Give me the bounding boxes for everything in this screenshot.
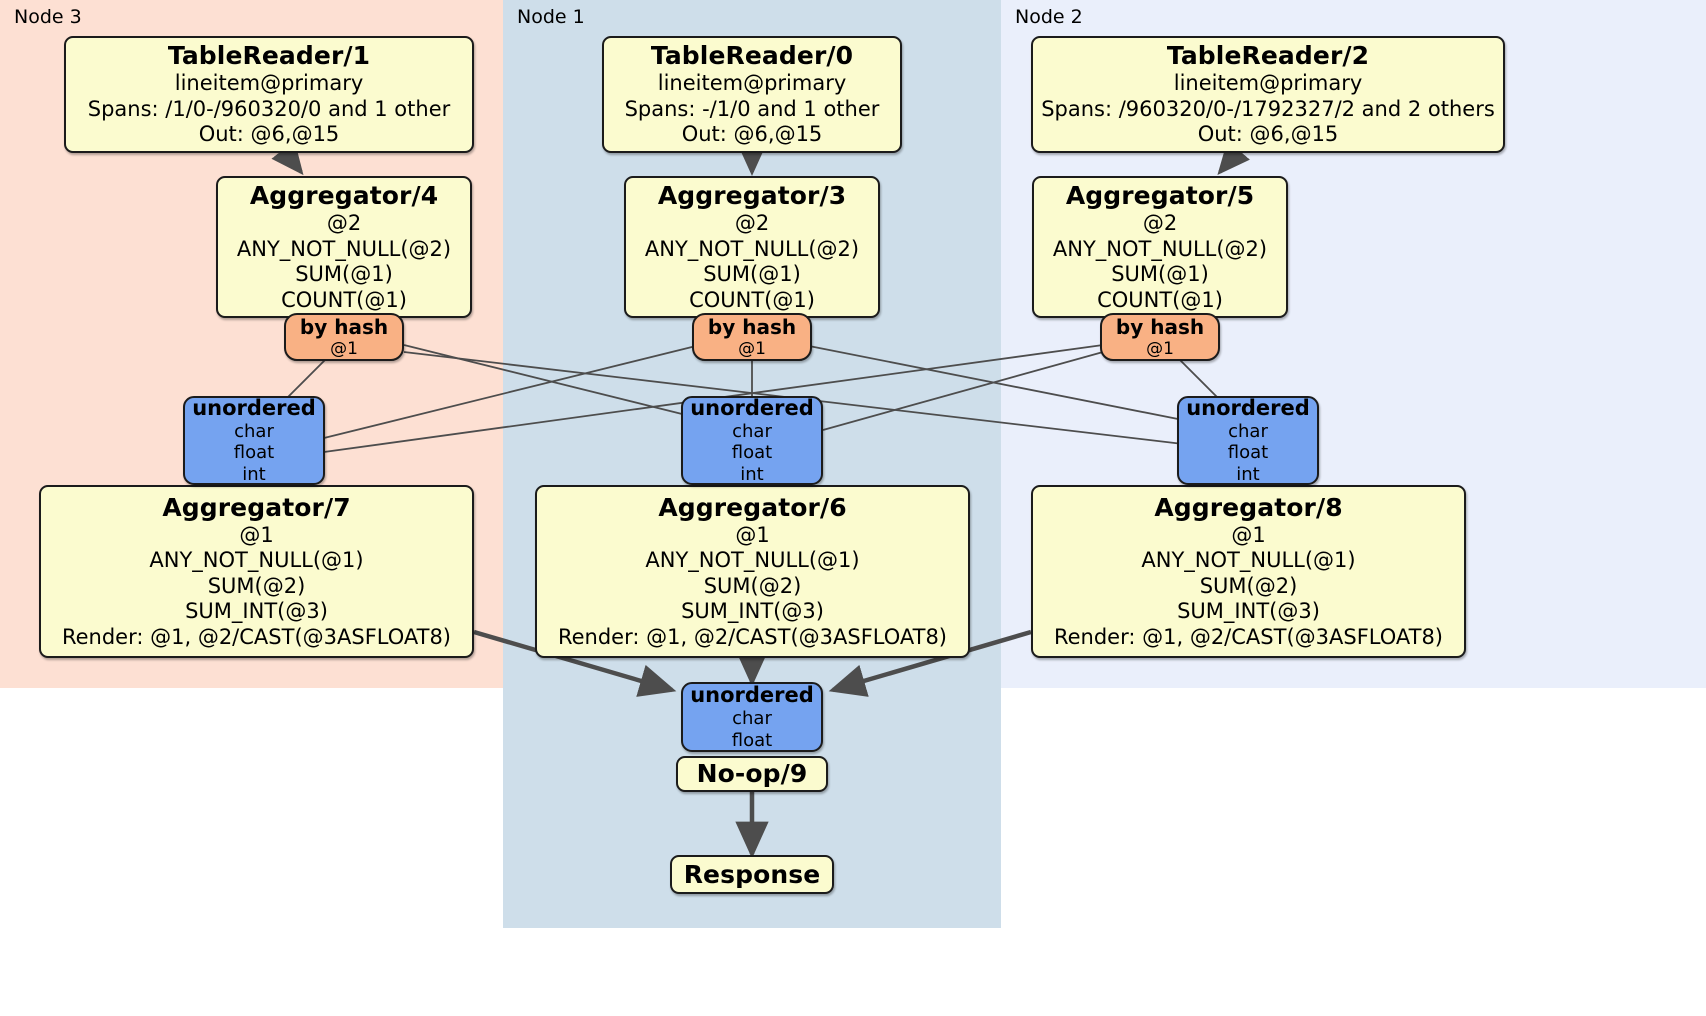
processor-line: SUM_INT(@3) <box>681 599 824 624</box>
processor-title: Aggregator/4 <box>249 181 439 210</box>
processor-line: lineitem@primary <box>1173 71 1363 96</box>
router-by-hash-right[interactable]: by hash @1 <box>1100 313 1220 361</box>
synchronizer-unordered-final[interactable]: unordered char float <box>681 682 823 752</box>
processor-line: SUM(@2) <box>703 573 802 598</box>
processor-title: Aggregator/3 <box>657 181 847 210</box>
processor-line: Out: @6,@15 <box>1197 122 1339 147</box>
router-title: by hash <box>1115 314 1205 339</box>
processor-line: lineitem@primary <box>174 71 364 96</box>
processor-line: Out: @6,@15 <box>198 122 340 147</box>
processor-line: Spans: /960320/0-/1792327/2 and 2 others <box>1041 96 1495 121</box>
processor-line: @2 <box>734 211 770 235</box>
region-label-node-3: Node 3 <box>14 6 82 28</box>
processor-aggregator-3[interactable]: Aggregator/3 @2 ANY_NOT_NULL(@2) SUM(@1)… <box>624 176 880 318</box>
processor-aggregator-8[interactable]: Aggregator/8 @1 ANY_NOT_NULL(@1) SUM(@2)… <box>1031 485 1466 658</box>
processor-line: @1 <box>239 522 274 547</box>
router-by-hash-center[interactable]: by hash @1 <box>692 313 812 361</box>
synchronizer-title: unordered <box>192 395 316 420</box>
processor-line: SUM_INT(@3) <box>1177 599 1320 624</box>
processor-table-reader-0[interactable]: TableReader/0 lineitem@primary Spans: -/… <box>602 36 902 153</box>
processor-line: Spans: /1/0-/960320/0 and 1 other <box>87 96 451 121</box>
synchronizer-unordered-right[interactable]: unordered char float int <box>1177 396 1319 485</box>
processor-aggregator-6[interactable]: Aggregator/6 @1 ANY_NOT_NULL(@1) SUM(@2)… <box>535 485 970 658</box>
processor-line: @2 <box>326 211 362 235</box>
processor-line: ANY_NOT_NULL(@2) <box>1052 236 1268 261</box>
router-line: @1 <box>1146 338 1174 359</box>
processor-title: TableReader/1 <box>167 41 371 71</box>
processor-line: SUM(@1) <box>295 262 393 286</box>
synchronizer-unordered-left[interactable]: unordered char float int <box>183 396 325 485</box>
processor-table-reader-2[interactable]: TableReader/2 lineitem@primary Spans: /9… <box>1031 36 1505 153</box>
processor-title: Aggregator/5 <box>1065 181 1255 210</box>
processor-line: @2 <box>1142 211 1178 235</box>
synchronizer-line: int <box>1236 463 1260 485</box>
processor-line: Spans: -/1/0 and 1 other <box>624 96 880 121</box>
region-label-node-1: Node 1 <box>517 6 585 28</box>
processor-line: SUM(@1) <box>1111 262 1209 286</box>
processor-line: COUNT(@1) <box>281 287 407 312</box>
synchronizer-line: char <box>234 420 274 442</box>
synchronizer-line: float <box>233 442 275 464</box>
router-title: by hash <box>707 314 797 339</box>
synchronizer-title: unordered <box>690 395 814 420</box>
synchronizer-line: char <box>732 708 772 729</box>
processor-line: @1 <box>735 522 770 547</box>
processor-line: ANY_NOT_NULL(@2) <box>236 236 452 261</box>
processor-line: SUM(@2) <box>1199 573 1298 598</box>
synchronizer-line: float <box>1227 442 1269 464</box>
processor-line: SUM(@1) <box>703 262 801 286</box>
processor-line: Render: @1, @2/CAST(@3ASFLOAT8) <box>1053 624 1444 649</box>
synchronizer-line: float <box>731 729 773 751</box>
processor-line: lineitem@primary <box>657 71 847 96</box>
processor-line: Out: @6,@15 <box>681 122 823 147</box>
processor-aggregator-4[interactable]: Aggregator/4 @2 ANY_NOT_NULL(@2) SUM(@1)… <box>216 176 472 318</box>
processor-title: No-op/9 <box>696 759 808 788</box>
router-line: @1 <box>330 338 358 359</box>
processor-line: ANY_NOT_NULL(@1) <box>645 548 860 573</box>
processor-title: TableReader/0 <box>650 41 854 71</box>
processor-response[interactable]: Response <box>670 855 834 894</box>
processor-line: SUM(@2) <box>207 573 306 598</box>
processor-aggregator-7[interactable]: Aggregator/7 @1 ANY_NOT_NULL(@1) SUM(@2)… <box>39 485 474 658</box>
processor-line: COUNT(@1) <box>689 287 815 312</box>
synchronizer-title: unordered <box>690 683 814 707</box>
processor-line: Render: @1, @2/CAST(@3ASFLOAT8) <box>61 624 452 649</box>
processor-line: ANY_NOT_NULL(@1) <box>149 548 364 573</box>
synchronizer-line: float <box>731 442 773 464</box>
synchronizer-line: char <box>1228 420 1268 442</box>
processor-line: ANY_NOT_NULL(@2) <box>644 236 860 261</box>
synchronizer-line: int <box>740 463 764 485</box>
region-label-node-2: Node 2 <box>1015 6 1083 28</box>
processor-no-op-9[interactable]: No-op/9 <box>676 756 828 792</box>
router-line: @1 <box>738 338 766 359</box>
synchronizer-title: unordered <box>1186 395 1310 420</box>
synchronizer-unordered-center[interactable]: unordered char float int <box>681 396 823 485</box>
processor-line: @1 <box>1231 522 1266 547</box>
processor-title: Response <box>683 859 821 889</box>
processor-title: Aggregator/6 <box>658 492 847 522</box>
synchronizer-line: char <box>732 420 772 442</box>
processor-title: TableReader/2 <box>1166 41 1370 71</box>
processor-aggregator-5[interactable]: Aggregator/5 @2 ANY_NOT_NULL(@2) SUM(@1)… <box>1032 176 1288 318</box>
processor-line: SUM_INT(@3) <box>185 599 328 624</box>
processor-line: Render: @1, @2/CAST(@3ASFLOAT8) <box>557 624 948 649</box>
processor-table-reader-1[interactable]: TableReader/1 lineitem@primary Spans: /1… <box>64 36 474 153</box>
router-title: by hash <box>299 314 389 339</box>
processor-line: ANY_NOT_NULL(@1) <box>1141 548 1356 573</box>
synchronizer-line: int <box>242 463 266 485</box>
router-by-hash-left[interactable]: by hash @1 <box>284 313 404 361</box>
processor-line: COUNT(@1) <box>1097 287 1223 312</box>
processor-title: Aggregator/7 <box>162 492 351 522</box>
processor-title: Aggregator/8 <box>1154 492 1343 522</box>
